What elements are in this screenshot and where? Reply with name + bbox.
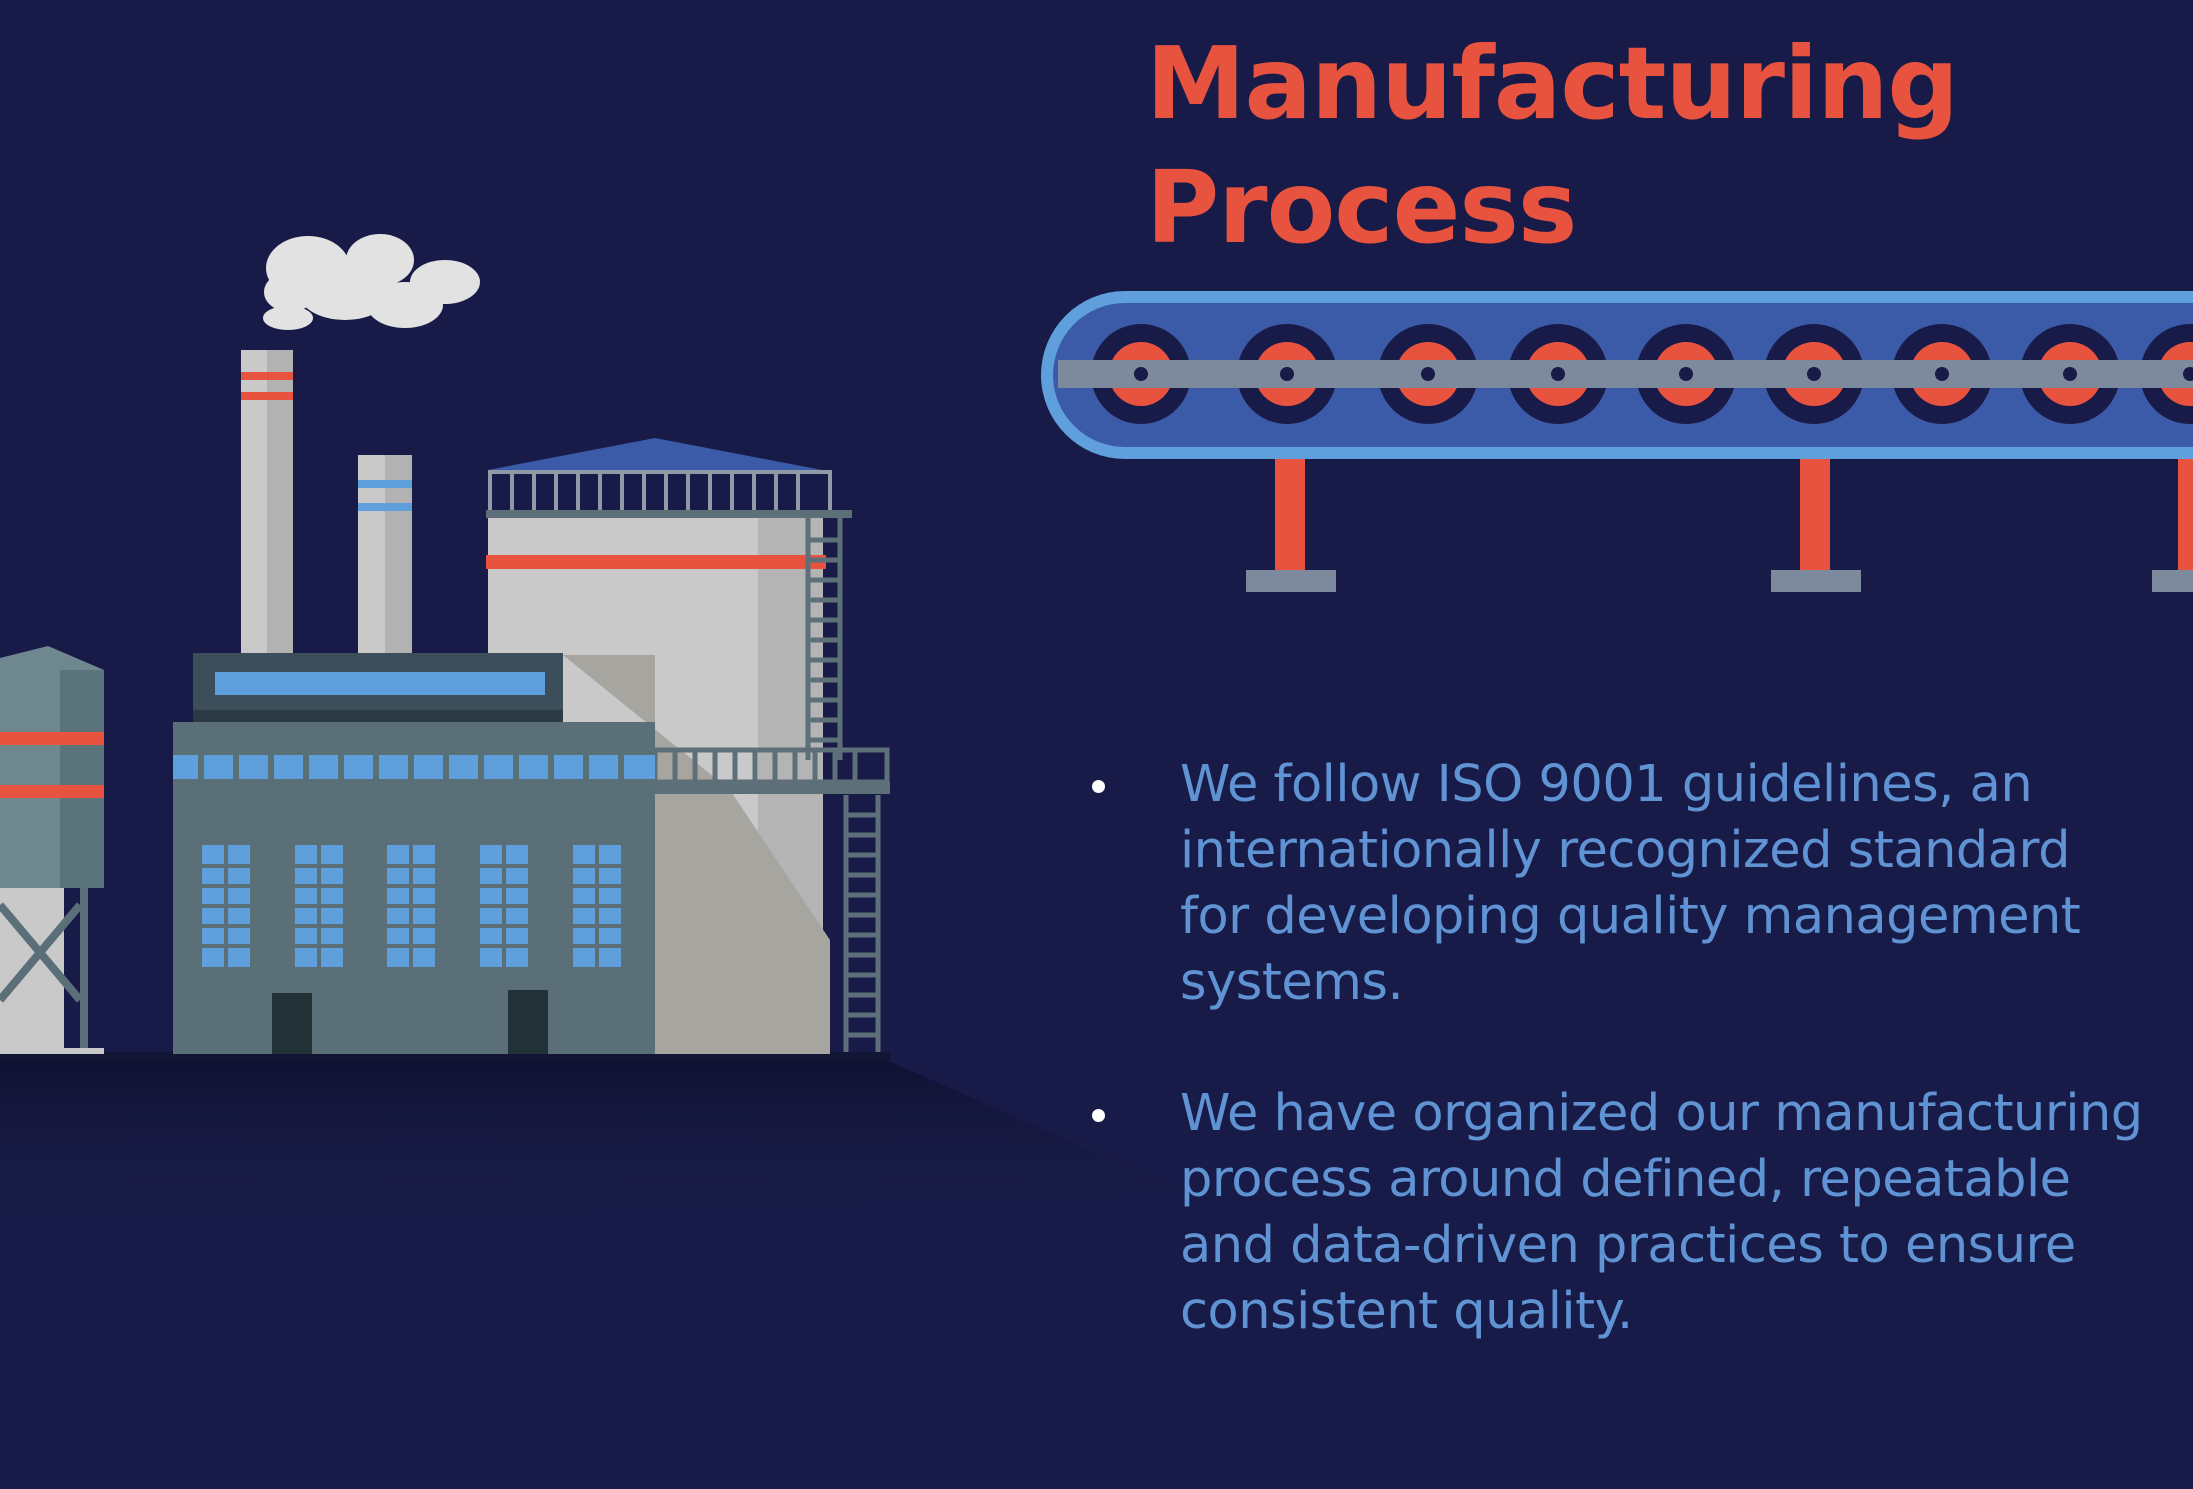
bullet-dot-icon bbox=[1092, 1109, 1105, 1122]
bullet-item-process: We have organized our manufacturing proc… bbox=[1090, 1081, 2150, 1345]
bullet-text: We have organized our manufacturing proc… bbox=[1180, 1084, 2143, 1341]
bullet-dot-icon bbox=[1092, 780, 1105, 793]
factory-illustration bbox=[0, 234, 1180, 1230]
title-line-2: Process bbox=[1146, 149, 1577, 266]
title-line-1: Manufacturing bbox=[1146, 25, 1959, 142]
page-title: Manufacturing Process bbox=[1146, 22, 2146, 270]
bullet-item-iso: We follow ISO 9001 guidelines, an intern… bbox=[1090, 752, 2150, 1016]
smoke-cloud-icon bbox=[263, 234, 480, 330]
bullet-text: We follow ISO 9001 guidelines, an intern… bbox=[1180, 755, 2081, 1012]
conveyor-belt-illustration bbox=[1041, 291, 2193, 592]
bullet-list: We follow ISO 9001 guidelines, an intern… bbox=[1090, 752, 2150, 1345]
